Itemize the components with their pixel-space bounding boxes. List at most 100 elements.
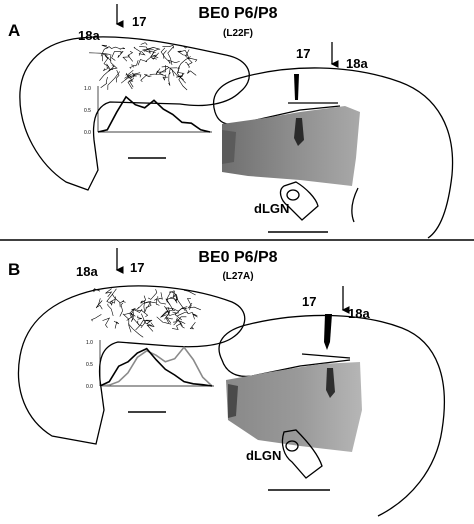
axon-branch — [163, 50, 167, 59]
axon-branch — [131, 72, 141, 77]
axon-branch — [131, 60, 139, 67]
axon-branch — [178, 320, 186, 327]
axon-branch — [102, 317, 111, 328]
axon-branch — [119, 302, 124, 317]
axon-branch — [129, 315, 139, 325]
panel-b-ytick-3: 0.0 — [86, 384, 93, 390]
panel-b-left-hemisphere — [17, 285, 246, 445]
axon-branch — [127, 78, 135, 90]
axon-branch — [147, 289, 158, 300]
axon-branch — [102, 66, 110, 72]
panel-a-ytick-1: 1.0 — [84, 86, 91, 92]
panel-b-histology-slice — [226, 362, 362, 452]
axon-branch — [127, 50, 134, 62]
axon-branch — [168, 67, 178, 75]
panel-b-axon-arbor — [91, 288, 201, 338]
axon-branch — [156, 316, 172, 325]
panel-a-area-17-right: 17 — [296, 46, 310, 61]
panel-a-profile-plot: 1.0 0.5 0.0 — [84, 86, 212, 136]
axon-branch — [138, 51, 146, 56]
axon-branch — [91, 314, 102, 322]
panel-b-area-18a-left: 18a — [76, 264, 98, 279]
axon-branch — [177, 311, 188, 317]
axon-branch — [173, 293, 178, 302]
axon-branch — [122, 54, 130, 62]
axon-branch — [106, 63, 112, 72]
axon-branch — [109, 301, 113, 306]
axon-branch — [100, 47, 108, 57]
panel-a-axon-arbor — [89, 42, 198, 91]
axon-branch — [157, 292, 163, 300]
axon-branch — [137, 310, 149, 318]
axon-branch — [93, 288, 101, 293]
axon-branch — [96, 300, 103, 310]
axon-branch — [111, 293, 121, 308]
axon-branch — [166, 317, 173, 324]
axon-branch — [183, 289, 196, 296]
axon-branch — [143, 301, 152, 309]
axon-branch — [168, 59, 180, 64]
panel-b-injection-track — [324, 314, 332, 350]
axon-branch — [101, 44, 109, 49]
axon-branch — [122, 313, 132, 333]
axon-branch — [189, 322, 196, 330]
axon-branch — [103, 57, 109, 68]
axon-branch — [185, 61, 190, 68]
axon-branch — [129, 312, 136, 317]
axon-branch — [157, 296, 166, 305]
axon-branch — [89, 52, 108, 56]
panel-a-histology-slice — [222, 106, 360, 186]
axon-branch — [107, 71, 121, 90]
axon-branch — [115, 69, 120, 83]
panel-b-area-17-right: 17 — [302, 294, 316, 309]
axon-branch — [165, 297, 178, 306]
axon-branch — [137, 301, 157, 309]
axon-branch — [143, 47, 161, 52]
axon-branch — [135, 319, 151, 331]
axon-branch — [144, 300, 152, 312]
panel-a-trace — [97, 95, 211, 133]
panel-b-dlgn-outline — [281, 429, 323, 479]
axon-branch — [178, 72, 188, 91]
axon-branch — [168, 74, 171, 86]
panel-a-letter: A — [8, 21, 20, 40]
panel-a-injection-track — [294, 74, 299, 100]
axon-branch — [119, 300, 126, 304]
panel-a-title: BE0 P6/P8 — [198, 5, 277, 22]
axon-branch — [110, 65, 118, 70]
panel-b-area-18a-right: 18a — [348, 306, 370, 321]
panel-b-ytick-2: 0.5 — [86, 362, 93, 368]
axon-branch — [184, 307, 195, 320]
axon-branch — [173, 316, 187, 326]
panel-a-area-18a-right: 18a — [346, 56, 368, 71]
panel-a-dlgn-outline — [279, 181, 319, 221]
axon-branch — [130, 312, 135, 322]
panel-a-area-18a-left: 18a — [78, 28, 100, 43]
axon-branch — [124, 308, 135, 315]
axon-branch — [131, 307, 140, 311]
axon-branch — [176, 317, 185, 329]
axon-branch — [158, 67, 170, 77]
axon-branch — [139, 46, 154, 51]
axon-branch — [140, 73, 148, 83]
panel-b-trace-black — [99, 347, 213, 387]
axon-branch — [187, 302, 201, 311]
axon-branch — [128, 323, 144, 338]
axon-branch — [187, 298, 192, 310]
panel-a-dlgn-label: dLGN — [254, 201, 289, 216]
axon-branch — [161, 66, 175, 77]
axon-branch — [111, 51, 122, 61]
panel-b: B BE0 P6/P8 (L27A) dLGN 18a 17 17 18a 1.… — [8, 248, 445, 517]
axon-branch — [160, 47, 171, 64]
axon-branch — [110, 296, 116, 304]
panel-a-ytick-3: 0.0 — [84, 130, 91, 136]
axon-branch — [185, 49, 193, 66]
axon-branch — [140, 300, 145, 313]
axon-branch — [177, 50, 188, 56]
panel-b-area-17-left: 17 — [130, 260, 144, 275]
axon-branch — [177, 56, 191, 70]
axon-branch — [187, 69, 197, 76]
axon-branch — [144, 319, 152, 325]
axon-branch — [100, 76, 108, 89]
